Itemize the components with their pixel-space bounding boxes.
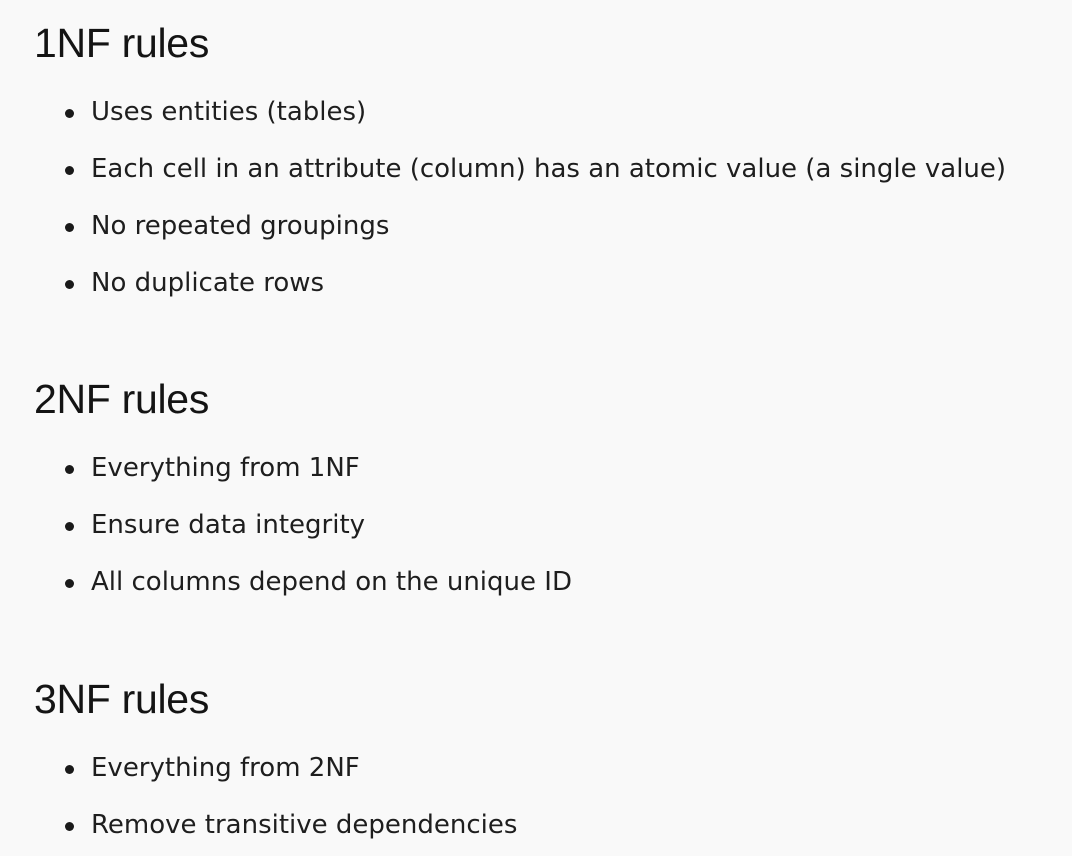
- list-item-text: Remove transitive dependencies: [91, 810, 518, 840]
- list-item-text: Everything from 2NF: [91, 753, 360, 783]
- list-item: No duplicate rows: [34, 255, 1006, 312]
- list-item: Ensure data integrity: [34, 497, 572, 554]
- bullet-icon: [65, 522, 74, 531]
- bullet-icon: [65, 822, 74, 831]
- list-item: Everything from 2NF: [34, 740, 517, 797]
- section-heading: 1NF rules: [34, 20, 210, 66]
- list-item-text: Everything from 1NF: [91, 453, 360, 483]
- section-heading: 3NF rules: [34, 676, 210, 722]
- section-1nf: 1NF rules Uses entities (tables) Each ce…: [34, 20, 1006, 312]
- list-item-text: Uses entities (tables): [91, 97, 367, 127]
- list-item-text: No duplicate rows: [91, 268, 325, 298]
- list-item-text: Ensure data integrity: [91, 510, 366, 540]
- bullet-icon: [65, 465, 74, 474]
- list-item: Each cell in an attribute (column) has a…: [34, 141, 1006, 198]
- list-item: Uses entities (tables): [34, 84, 1006, 141]
- bullet-icon: [65, 223, 74, 232]
- bullet-icon: [65, 109, 74, 118]
- list-item: Remove transitive dependencies: [34, 797, 517, 854]
- bullet-icon: [65, 280, 74, 289]
- list-item: No repeated groupings: [34, 198, 1006, 255]
- rules-list: Everything from 1NF Ensure data integrit…: [34, 440, 572, 611]
- rules-list: Everything from 2NF Remove transitive de…: [34, 740, 517, 854]
- bullet-icon: [65, 166, 74, 175]
- list-item-text: No repeated groupings: [91, 211, 390, 241]
- list-item-text: All columns depend on the unique ID: [91, 567, 572, 597]
- list-item: All columns depend on the unique ID: [34, 554, 572, 611]
- section-2nf: 2NF rules Everything from 1NF Ensure dat…: [34, 376, 572, 611]
- list-item-text: Each cell in an attribute (column) has a…: [91, 154, 1007, 184]
- section-heading: 2NF rules: [34, 376, 210, 422]
- bullet-icon: [65, 579, 74, 588]
- list-item: Everything from 1NF: [34, 440, 572, 497]
- section-3nf: 3NF rules Everything from 2NF Remove tra…: [34, 676, 517, 854]
- rules-list: Uses entities (tables) Each cell in an a…: [34, 84, 1006, 312]
- bullet-icon: [65, 765, 74, 774]
